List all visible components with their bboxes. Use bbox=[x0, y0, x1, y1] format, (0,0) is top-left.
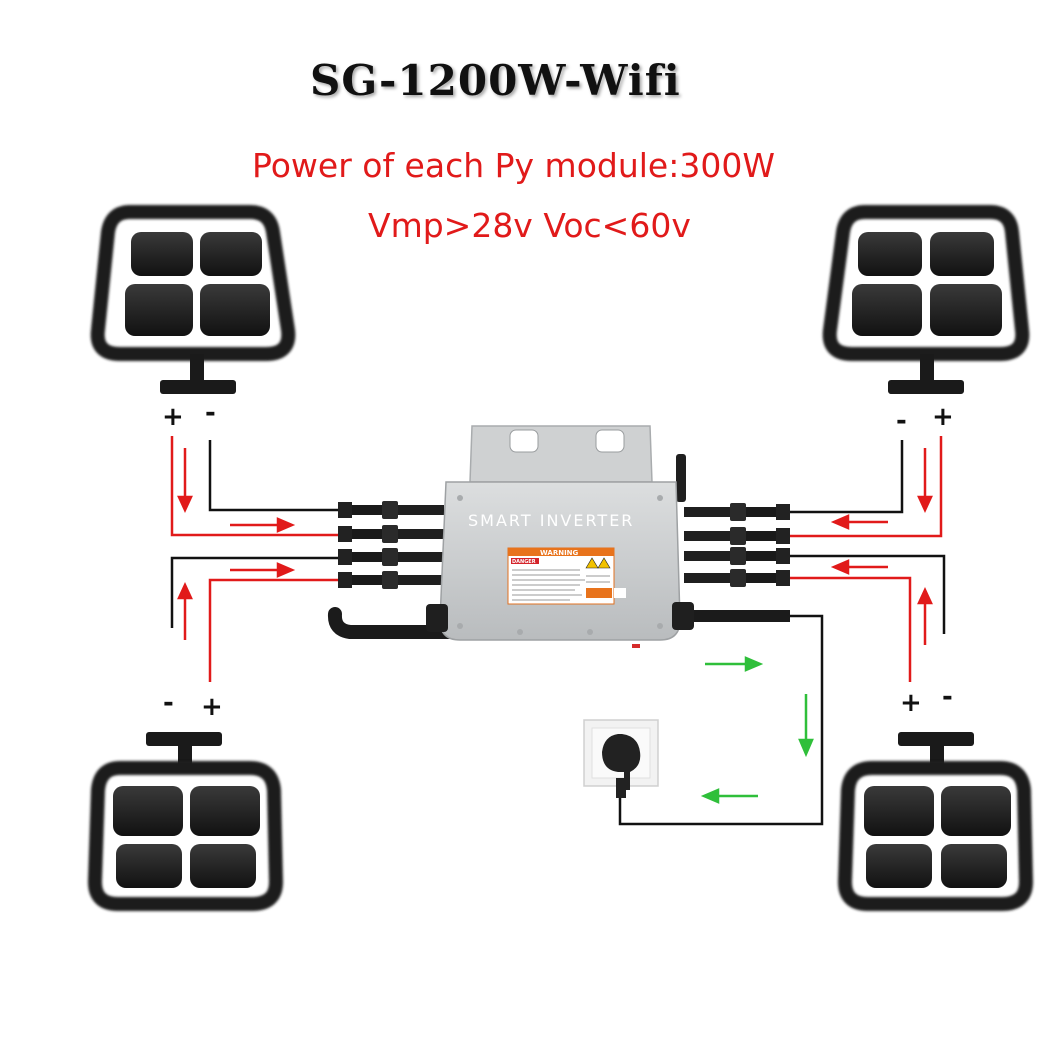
terminal-bottom-right-negative: - bbox=[942, 682, 953, 712]
diagram-title: SG-1200W-Wifi bbox=[310, 56, 681, 105]
ac-wire bbox=[327, 607, 824, 826]
terminal-top-left-negative: - bbox=[205, 398, 216, 428]
solar-panel-top-left bbox=[90, 205, 296, 394]
dc-connectors-left bbox=[338, 501, 444, 589]
smart-inverter: SMART INVERTER WARNING DANGER bbox=[426, 425, 694, 648]
inverter-label: SMART INVERTER bbox=[468, 511, 634, 530]
spec-power: Power of each Py module:300W bbox=[252, 146, 775, 185]
terminal-top-left-positive: + bbox=[162, 402, 184, 432]
solar-panel-bottom-left bbox=[88, 732, 283, 911]
ac-flow-arrows bbox=[700, 656, 814, 804]
spec-voltage: Vmp>28v Voc<60v bbox=[368, 206, 691, 245]
solar-panel-top-right bbox=[822, 205, 1030, 394]
solar-panel-bottom-right bbox=[838, 732, 1033, 911]
terminal-top-right-negative: - bbox=[896, 406, 907, 436]
terminal-bottom-left-positive: + bbox=[201, 692, 223, 722]
terminal-top-right-positive: + bbox=[932, 402, 954, 432]
terminal-bottom-left-negative: - bbox=[163, 688, 174, 718]
warning-label: WARNING bbox=[540, 549, 579, 557]
dc-flow-arrows bbox=[177, 448, 933, 645]
dc-wires bbox=[170, 436, 946, 682]
wifi-antenna-icon bbox=[676, 454, 686, 502]
wall-socket-icon bbox=[583, 719, 659, 798]
warning-sticker: WARNING DANGER bbox=[507, 547, 626, 605]
danger-label: DANGER bbox=[512, 559, 536, 565]
terminal-bottom-right-positive: + bbox=[900, 688, 922, 718]
dc-connectors-right bbox=[684, 503, 790, 587]
